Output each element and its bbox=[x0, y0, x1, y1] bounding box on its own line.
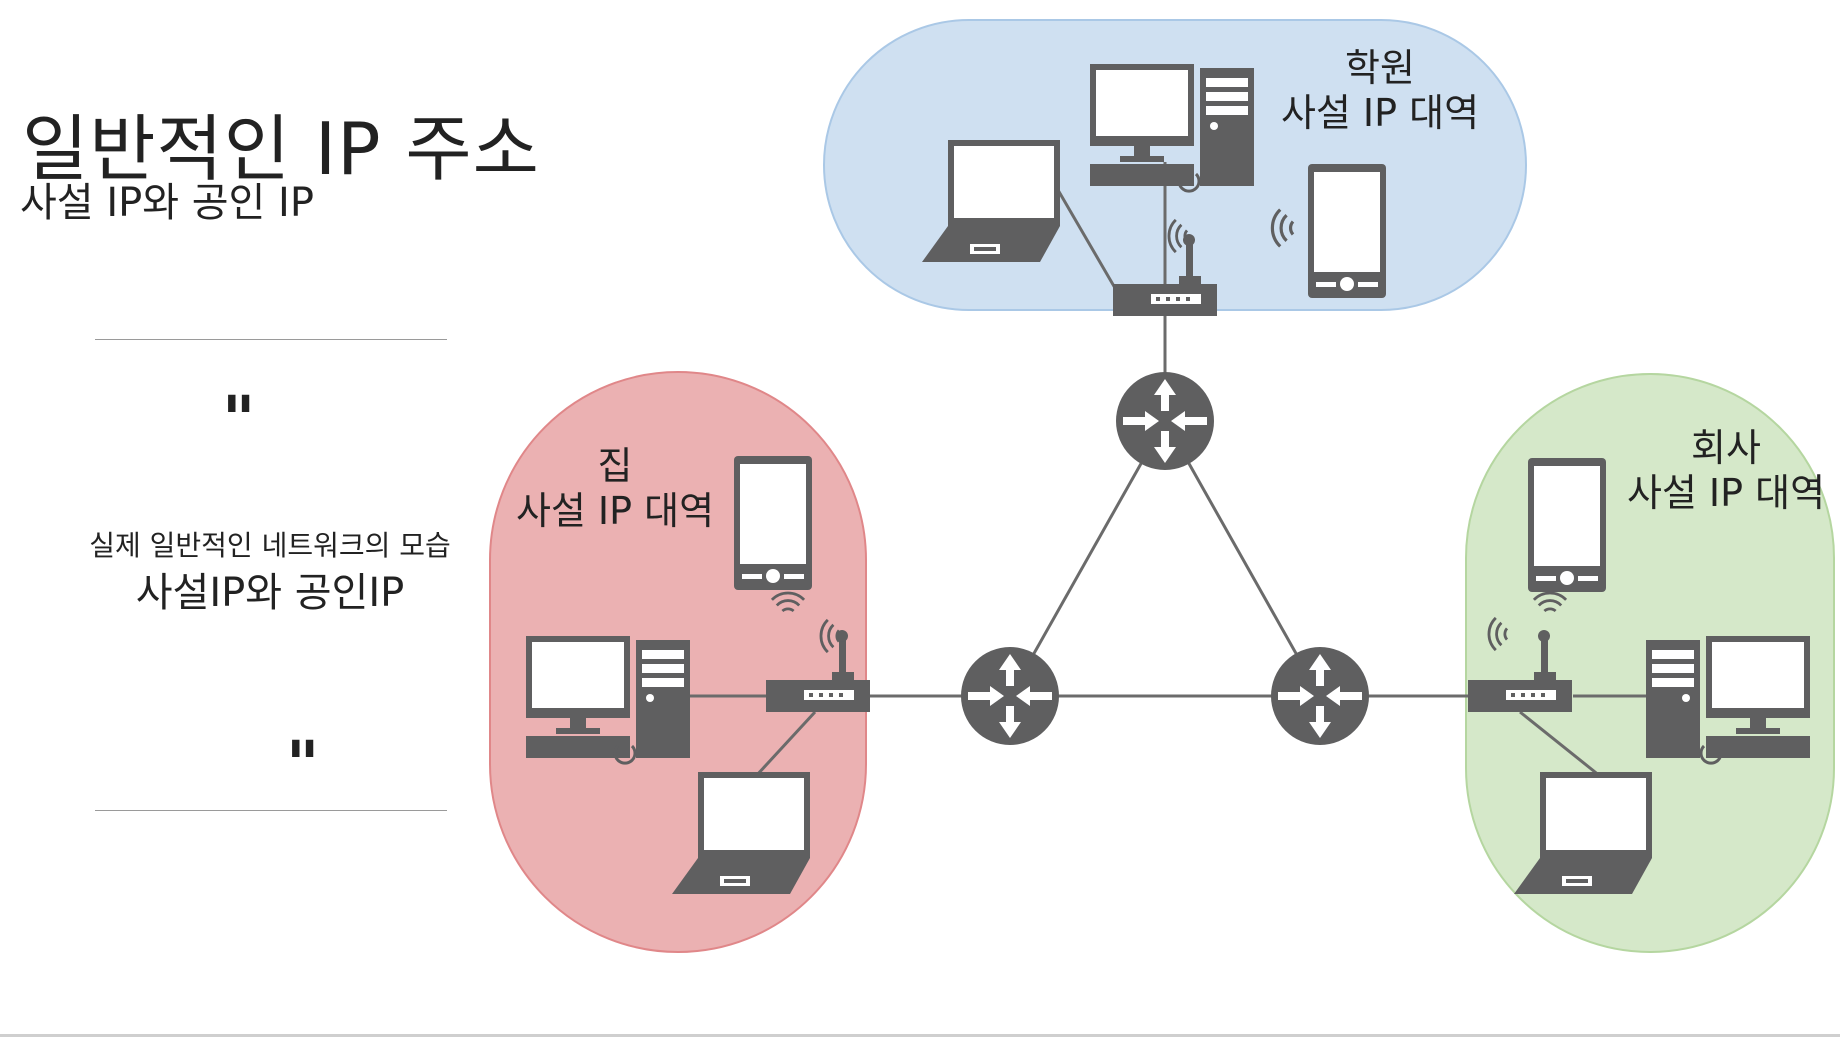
quote-top-divider bbox=[95, 339, 447, 340]
quote-line-1: 실제 일반적인 네트워크의 모습 bbox=[89, 529, 451, 562]
academy-desktop-icon bbox=[1088, 62, 1256, 193]
page-title: 일반적인 IP 주소 bbox=[22, 107, 540, 191]
academy-zone-name: 학원 bbox=[1345, 46, 1415, 90]
network-links bbox=[680, 162, 1660, 778]
home-zone-name: 집 bbox=[597, 444, 633, 488]
company-zone-range: 사설 IP 대역 bbox=[1626, 470, 1826, 515]
company-desktop-icon bbox=[1644, 634, 1812, 765]
academy-zone-label: 학원 사설 IP 대역 bbox=[1250, 46, 1510, 136]
home-desktop-icon bbox=[524, 634, 692, 765]
quote-line-2: 사설IP와 공인IP bbox=[135, 570, 405, 616]
academy-phone-icon bbox=[1308, 164, 1386, 298]
company-zone-label: 회사 사설 IP 대역 bbox=[1616, 426, 1836, 516]
footer-divider bbox=[0, 1034, 1840, 1037]
home-phone-icon bbox=[734, 456, 812, 590]
quote-bottom-divider bbox=[95, 810, 447, 811]
close-quote-mark: " bbox=[286, 727, 320, 802]
core-router-right-icon bbox=[1271, 647, 1369, 745]
home-zone-label: 집 사설 IP 대역 bbox=[510, 444, 720, 534]
open-quote-mark: " bbox=[222, 382, 256, 457]
academy-zone-range: 사설 IP 대역 bbox=[1280, 90, 1480, 135]
page-subtitle: 사설 IP와 공인 IP bbox=[20, 180, 314, 226]
company-phone-icon bbox=[1528, 458, 1606, 592]
home-zone-range: 사설 IP 대역 bbox=[515, 488, 715, 533]
company-zone-name: 회사 bbox=[1691, 426, 1761, 470]
core-router-left-icon bbox=[961, 647, 1059, 745]
core-router-top-icon bbox=[1116, 372, 1214, 470]
